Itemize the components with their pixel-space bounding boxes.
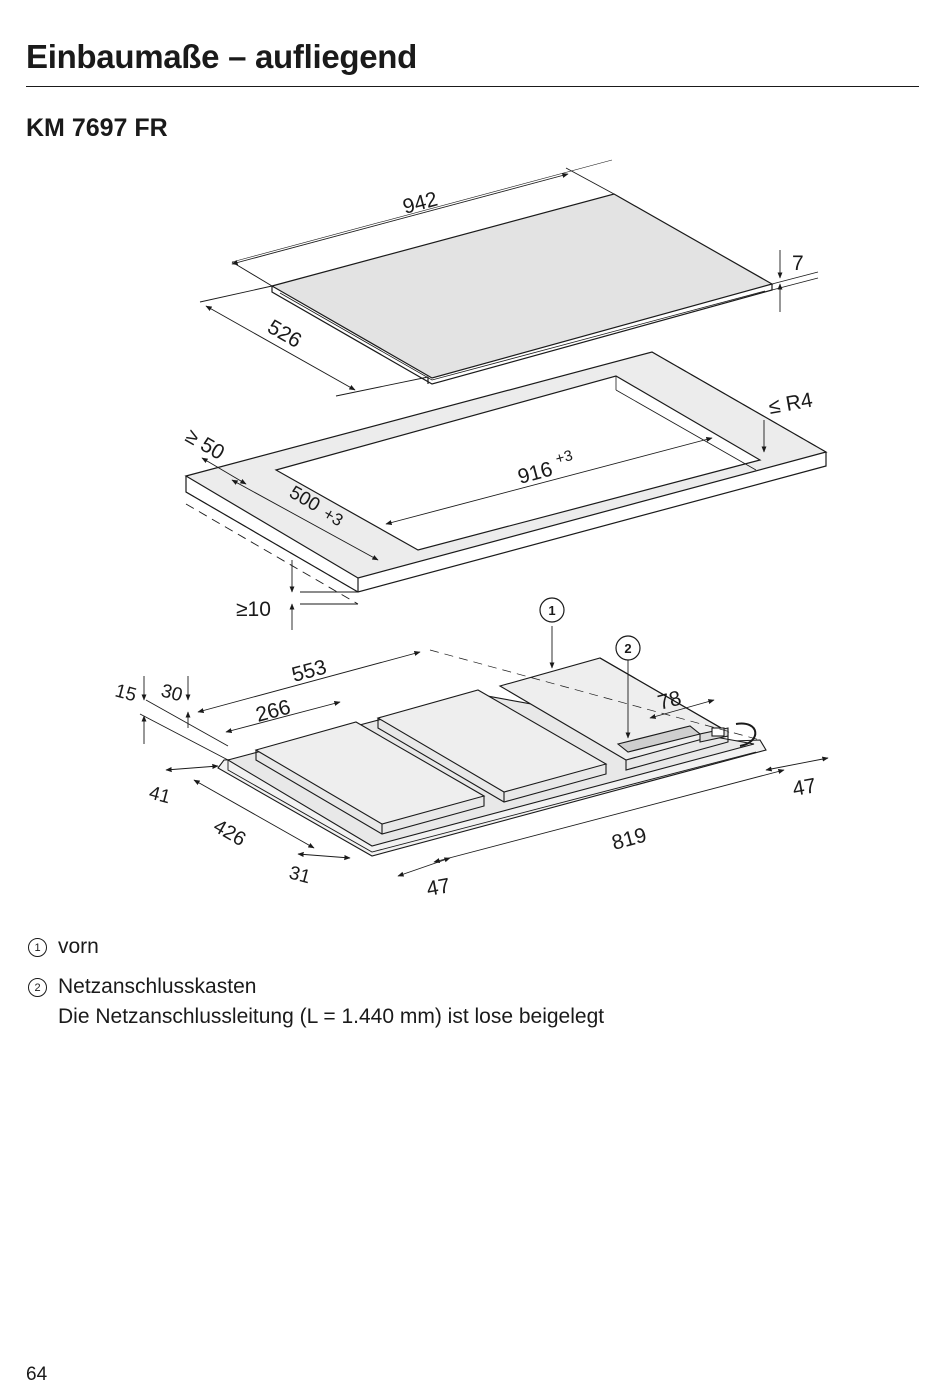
dim-47-right: 47: [791, 774, 818, 801]
marker-2-label: 2: [624, 641, 631, 656]
page-number: 64: [26, 1364, 48, 1385]
worktop-cutout: [184, 351, 828, 593]
dim-819: 819: [609, 824, 649, 855]
dim-r4: ≤ R4: [767, 389, 815, 419]
dim-553: 553: [289, 656, 329, 687]
installation-drawing: 942 526 7 ≤ R4 ≥ 50 916 +3 500 +3 ≥10: [113, 159, 829, 901]
legend-item-1: 1 vorn: [28, 932, 604, 962]
dim-942: 942: [400, 188, 440, 219]
bottom-dimensions: [139, 626, 829, 877]
legend: 1 vorn 2 Netzanschlusskasten Die Netzans…: [28, 932, 604, 1042]
legend-number-1: 1: [28, 938, 47, 957]
legend-text-2-note: Die Netzanschlussleitung (L = 1.440 mm) …: [58, 1005, 605, 1028]
marker-2: 2: [615, 635, 641, 661]
model-title: KM 7697 FR: [26, 114, 168, 142]
hob-top-view: [270, 193, 774, 385]
legend-text-1: vorn: [58, 935, 99, 958]
hob-bottom-view: [217, 657, 767, 857]
dim-426: 426: [210, 815, 250, 851]
marker-1-label: 1: [548, 603, 555, 618]
dim-min-50: ≥ 50: [182, 424, 229, 464]
dim-41: 41: [147, 783, 173, 809]
dim-15: 15: [113, 681, 139, 707]
dim-31: 31: [287, 863, 313, 889]
legend-item-2: 2 Netzanschlusskasten Die Netzanschlussl…: [28, 972, 604, 1032]
dim-916-tolerance: +3: [554, 447, 575, 468]
legend-number-2: 2: [28, 978, 47, 997]
top-dimensions: [199, 159, 819, 397]
cutout-dimensions: [185, 351, 827, 630]
dim-266: 266: [253, 696, 293, 727]
marker-1: 1: [539, 597, 565, 623]
dim-7: 7: [792, 252, 804, 275]
dim-30: 30: [159, 681, 185, 707]
title-rule: [26, 86, 919, 87]
dim-min-10: ≥10: [236, 598, 271, 621]
legend-text-2: Netzanschlusskasten: [58, 975, 257, 998]
section-title: Einbaumaße – aufliegend: [26, 38, 418, 75]
dim-526: 526: [264, 315, 306, 352]
dim-47-bottom: 47: [425, 874, 452, 901]
dim-916: 916: [515, 458, 555, 489]
